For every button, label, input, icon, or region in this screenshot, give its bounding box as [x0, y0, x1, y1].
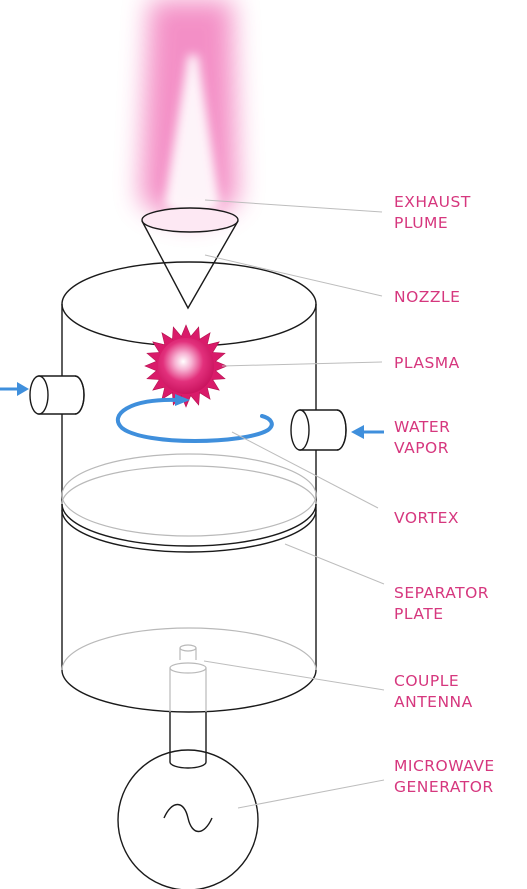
- arrow-right-icon: [0, 382, 29, 396]
- left-inlet-port: [29, 375, 85, 415]
- separator-plate: [61, 453, 317, 553]
- leader-lines: [203, 199, 385, 809]
- label-vortex: VORTEX: [394, 509, 459, 527]
- couple-antenna: [169, 644, 207, 712]
- arrow-left-icon: [351, 425, 384, 439]
- nozzle: [141, 207, 239, 310]
- plasma-burst: [144, 324, 228, 408]
- label-plasma: PLASMA: [394, 354, 460, 372]
- exhaust-plume: [140, 0, 238, 220]
- microwave-generator: [117, 749, 259, 889]
- water-vapor-port: [290, 409, 347, 451]
- chamber-bottom: [61, 627, 317, 713]
- label-nozzle: NOZZLE: [394, 288, 460, 306]
- waveguide-tube: [169, 712, 207, 769]
- vortex-swirl: [115, 394, 274, 443]
- sine-wave-icon: [163, 803, 213, 833]
